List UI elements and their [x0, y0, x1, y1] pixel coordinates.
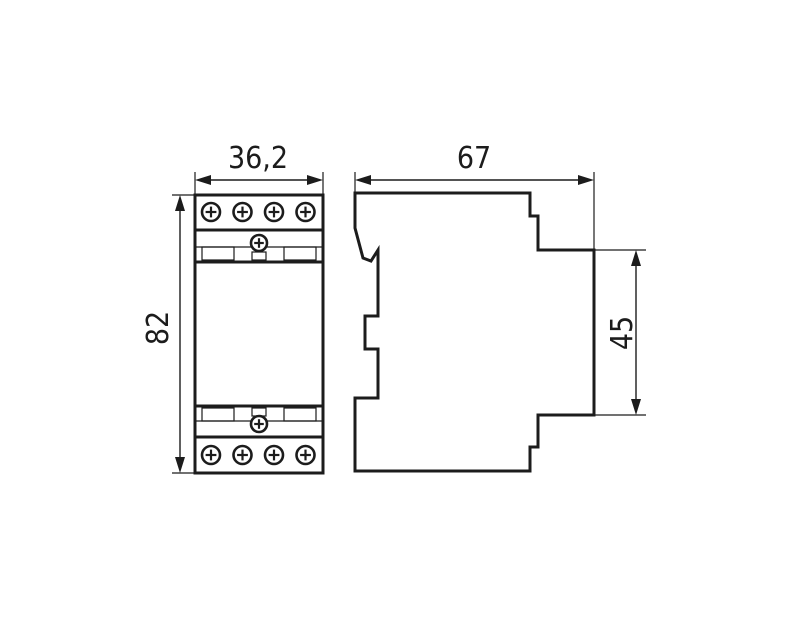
front-width-dimension: 36,2 [194, 141, 324, 195]
cover-screw-icon [249, 414, 269, 434]
cover-screw-icon [249, 233, 269, 253]
terminal-screw-icon [263, 201, 285, 223]
side-profile-outline [353, 191, 596, 473]
terminal-screw-icon [232, 201, 253, 223]
side-height-dimension: 45 [594, 249, 646, 416]
side-depth-dimension: 67 [354, 141, 595, 250]
side-depth-label: 67 [457, 141, 491, 176]
bottom-terminal-row [200, 444, 316, 466]
top-terminal-row [200, 201, 316, 223]
terminal-screw-icon [232, 444, 253, 466]
side-height-label: 45 [605, 316, 640, 350]
front-height-dimension: 82 [141, 194, 195, 474]
front-view [193, 193, 325, 475]
terminal-screw-icon [200, 444, 222, 466]
terminal-screw-icon [295, 201, 316, 223]
side-view [353, 191, 596, 473]
front-width-label: 36,2 [228, 141, 288, 176]
front-cover-panel [193, 260, 325, 408]
terminal-screw-icon [263, 444, 285, 466]
terminal-screw-icon [200, 201, 222, 223]
front-height-label: 82 [141, 311, 176, 345]
cover-screws [249, 233, 269, 434]
terminal-screw-icon [295, 444, 316, 466]
